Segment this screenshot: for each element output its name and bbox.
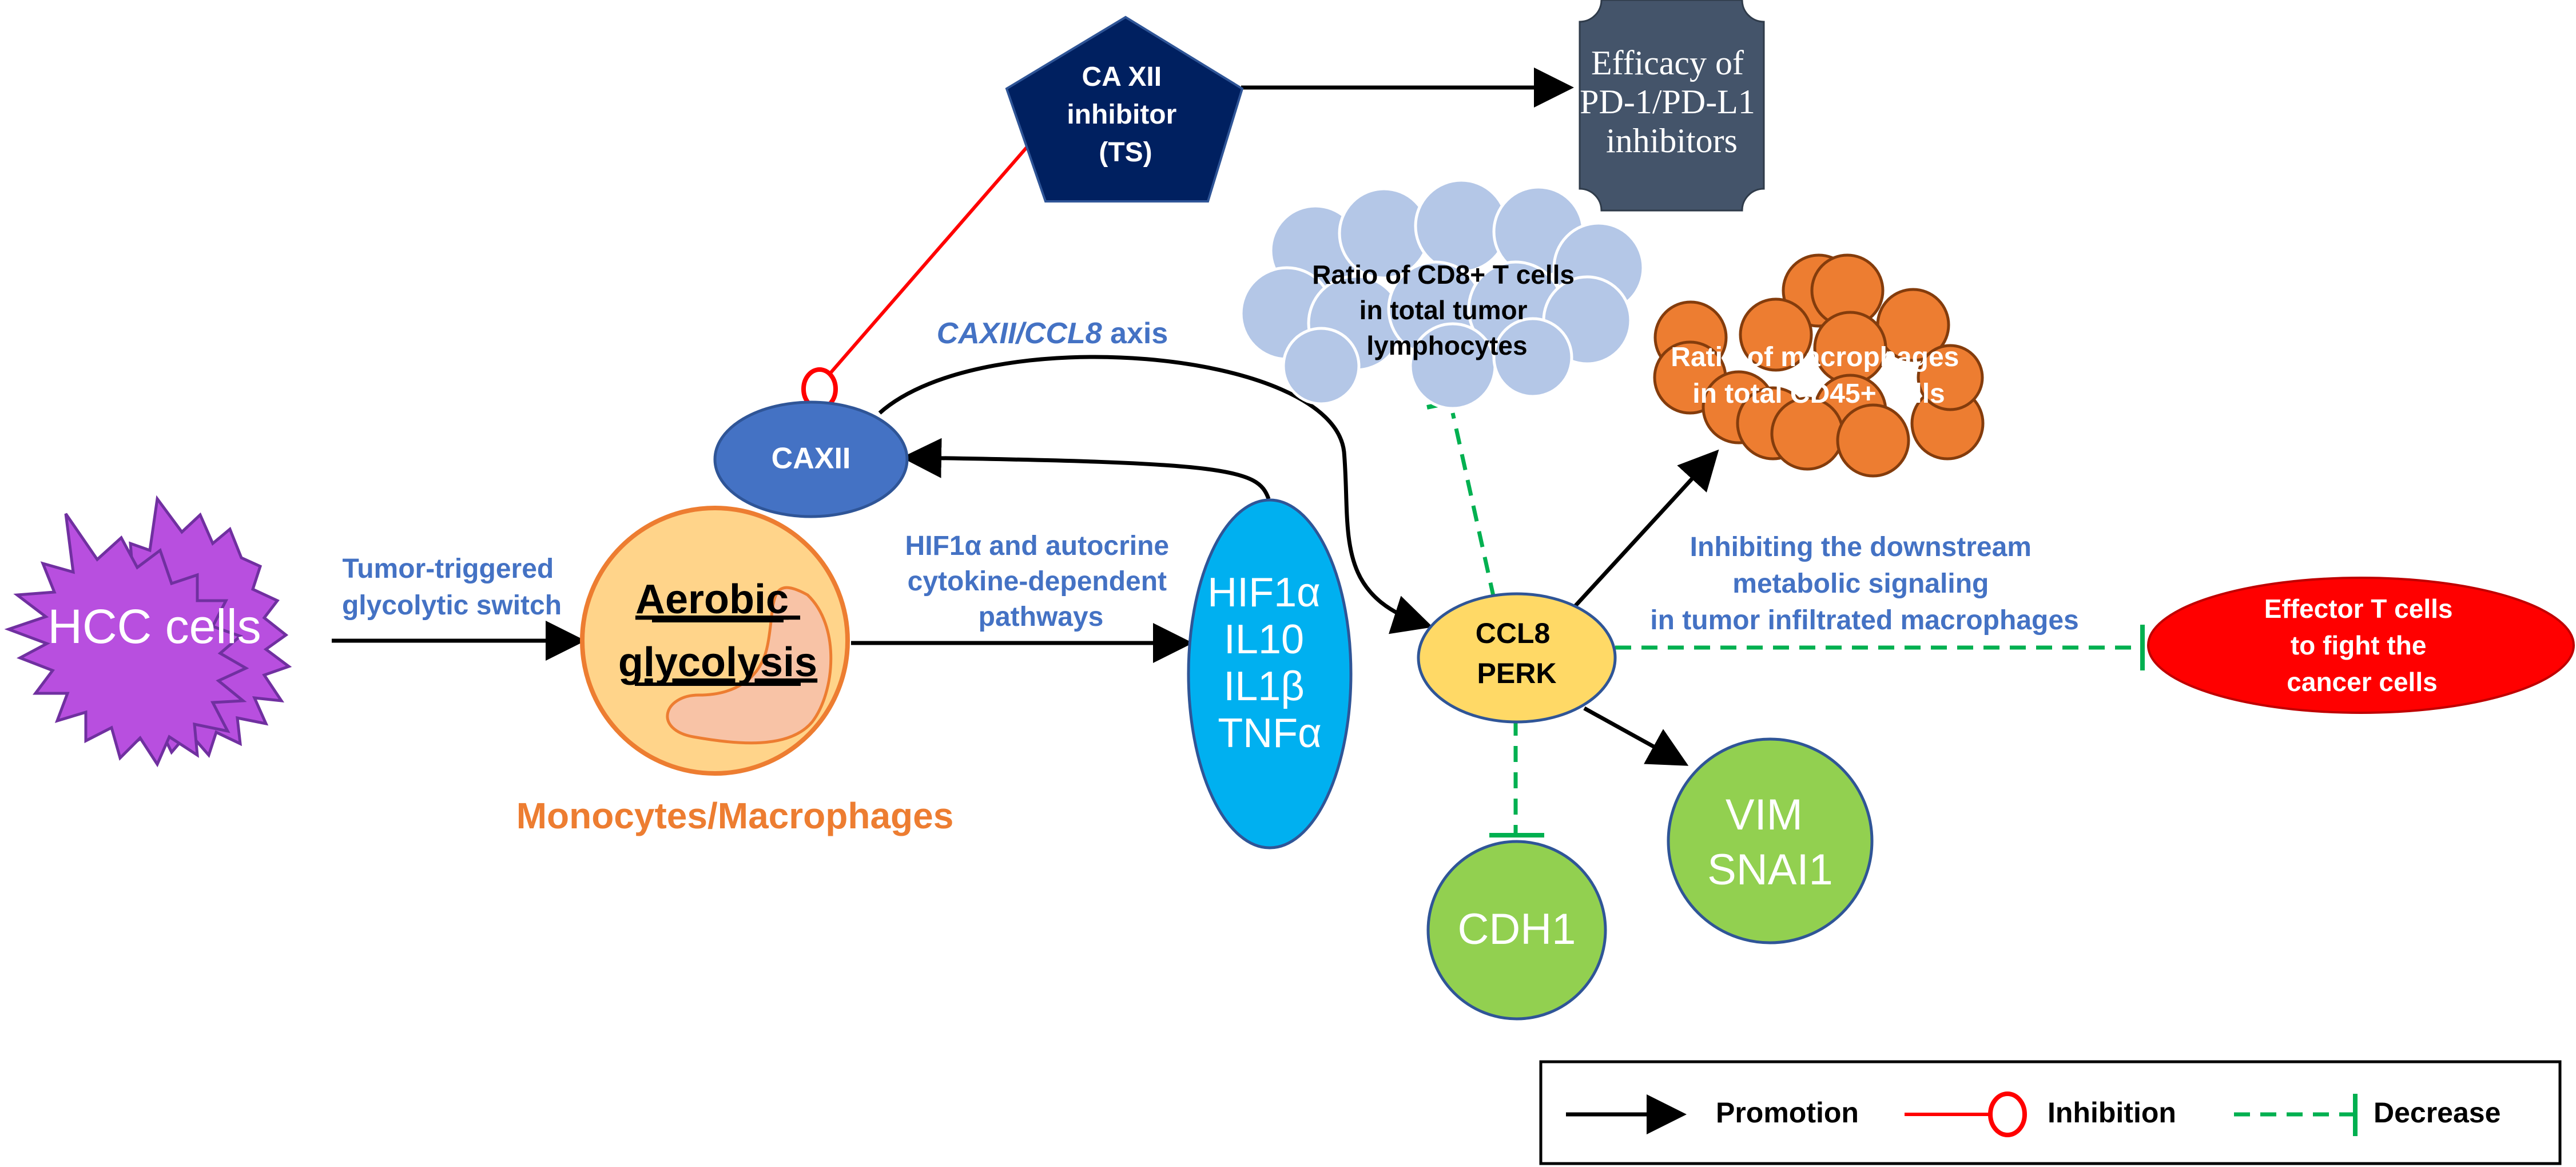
macrophage-nucleus [666,586,833,745]
macro-bubble [1917,344,1984,411]
effector-label: Effector T cells to fight the cancer cel… [2264,594,2460,697]
ccl8-perk-label: CCL8 PERK [1476,617,1558,689]
glycolytic-switch-label: Tumor-triggered glycolytic switch [342,554,562,621]
legend-decrease-label: Decrease [2374,1097,2501,1129]
macrophage-ratio-label: Ratio of macrophages in total CD45+ cell… [1671,342,1966,409]
promotion-arrow-ccl8-to-macrophages [1570,449,1719,612]
hcc-starburst-front [4,513,249,768]
promotion-arrow-cytokines-to-caxii [901,438,1271,500]
hif-pathways-label: HIF1α and autocrine cytokine-dependent p… [905,531,1177,632]
inhibitor-pentagon [1005,15,1244,203]
aerobic-glycolysis-cell: Aerobic glycolysis [580,506,850,776]
macro-bubble [1836,403,1910,478]
cdh1-node: CDH1 [1426,840,1607,1021]
legend-promotion-label: Promotion [1716,1097,1859,1129]
cd8-bubble [1492,317,1573,398]
ccl8-perk-node: CCL8 PERK [1417,592,1617,724]
caxii-label: CAXII [772,442,851,475]
macrophage-ratio-cluster [1653,253,1985,478]
cd8-ratio-label: Ratio of CD8+ T cells in total tumor lym… [1312,260,1582,360]
aerobic-glycolysis-label: Aerobic glycolysis [618,577,817,685]
cd8-bubble [1282,327,1361,406]
caxii-ellipse [713,400,909,518]
effector-t-cells-node: Effector T cells to fight the cancer cel… [2147,577,2575,714]
caxii-ccl8-axis-label: CAXII/CCL8 axis [937,317,1168,350]
caxii-inhibitor-node: CA XII inhibitor (TS) [1005,15,1244,203]
promotion-arrow-ccl8-to-vim [1583,706,1689,766]
inhibitor-label: CA XII inhibitor (TS) [1067,62,1184,168]
vim-snai1-label: VIM SNAI1 [1707,791,1833,894]
hcc-cells-node: HCC cells [4,495,292,768]
monocytes-macrophages-label: Monocytes/Macrophages [516,795,954,836]
legend-inhibition-circle [1988,1091,2027,1137]
cdh1-label: CDH1 [1458,905,1576,954]
cytokines-node: HIF1α IL10 IL1β TNFα [1187,498,1353,850]
efficacy-plaque [1579,0,1765,212]
legend-box [1539,1060,2562,1165]
efficacy-node: Efficacy of PD-1/PD-L1 inhibitors [1579,0,1765,212]
legend-inhibition-label: Inhibition [2048,1097,2176,1129]
efficacy-label: Efficacy of PD-1/PD-L1 inhibitors [1580,44,1764,160]
downstream-signaling-label: Inhibiting the downstream metabolic sign… [1650,532,2078,636]
macro-bubble [1739,297,1813,372]
cdh1-circle [1426,840,1607,1021]
promotion-arrow-caxii-to-ccl8 [878,355,1433,634]
vim-snai1-circle [1667,737,1874,944]
ccl8-perk-ellipse [1417,592,1617,724]
decrease-line-ccl8-to-cd8 [1450,412,1496,599]
cd8-ratio-cluster [1239,178,1645,410]
inhibition-line-inhibitor-to-caxii [829,143,1031,374]
legend: Promotion Inhibition Decrease [1539,1060,2562,1165]
cytokines-ellipse [1187,498,1353,850]
hcc-cells-label: HCC cells [47,600,261,653]
caxii-node: CAXII [713,400,909,518]
vim-snai1-node: VIM SNAI1 [1667,737,1874,944]
cytokines-label: HIF1α IL10 IL1β TNFα [1207,570,1332,756]
effector-ellipse [2147,577,2575,714]
